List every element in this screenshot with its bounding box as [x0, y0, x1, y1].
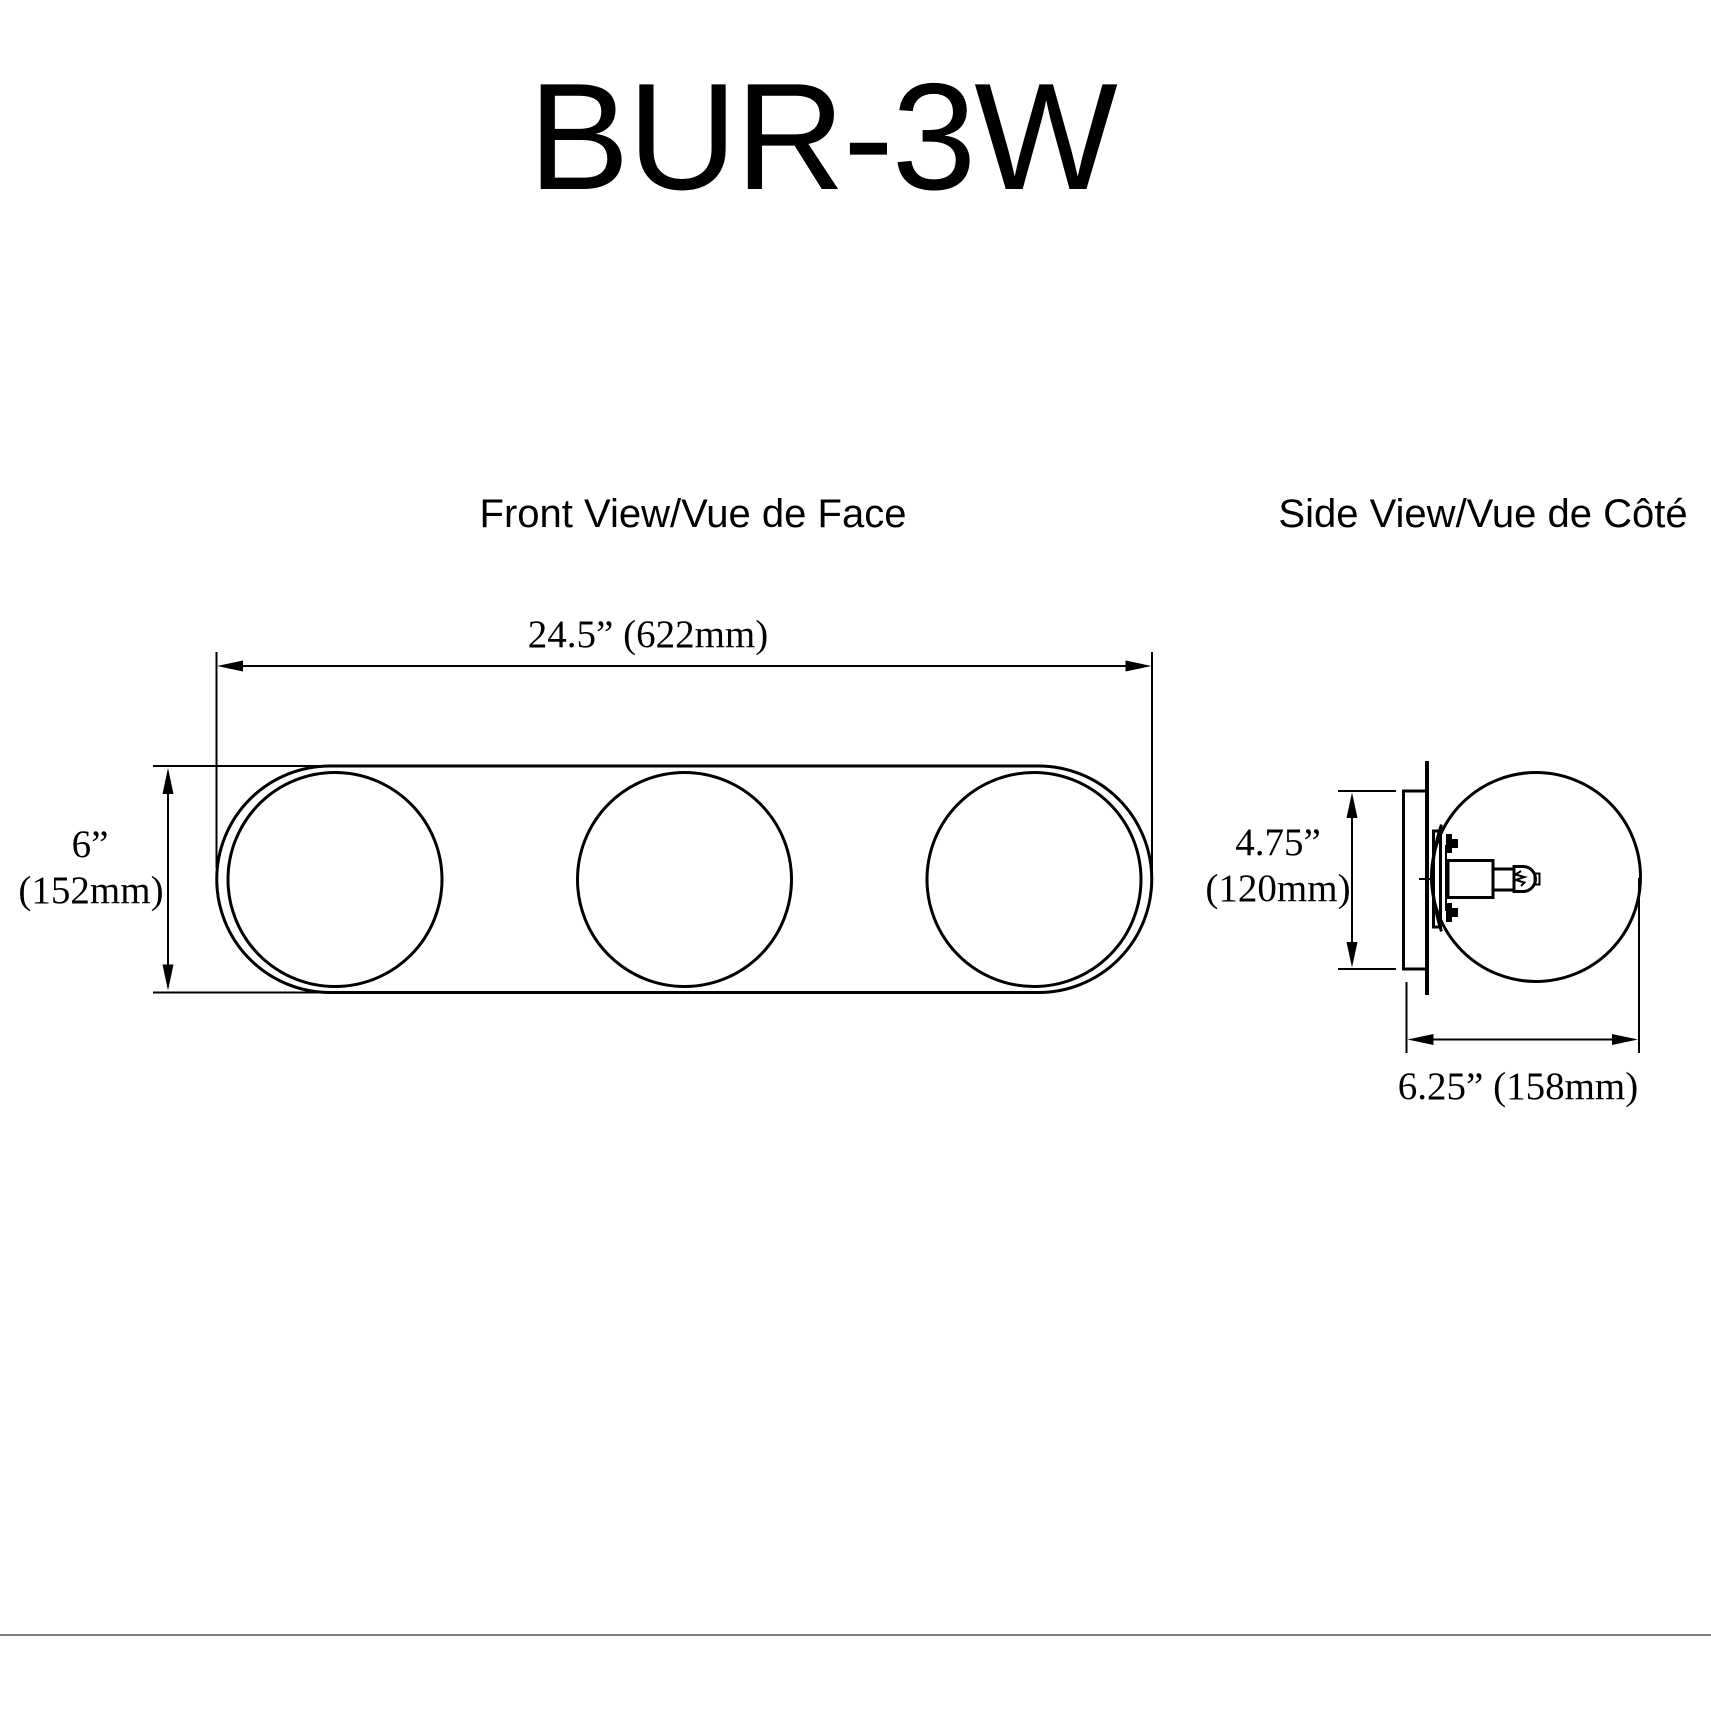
bulb-tip: [1533, 872, 1541, 886]
globe-right: [925, 771, 1143, 988]
side-view-label: Side View/Vue de Côté: [1278, 492, 1688, 536]
socket-body: [1446, 859, 1495, 899]
width-dimension-lines: [215, 652, 1153, 876]
bulb-neck: [1491, 867, 1516, 892]
mounting-screws: [1446, 834, 1458, 922]
filament: [1512, 870, 1528, 887]
width-dimension-text: 24.5” (622mm): [527, 613, 769, 656]
globe-center: [576, 771, 793, 988]
side-view-fixture-outline: [1402, 761, 1642, 995]
front-view-label: Front View/Vue de Face: [479, 492, 907, 536]
height-dimension-text-inches: 6”: [71, 823, 109, 866]
product-model-title: BUR-3W: [528, 52, 1118, 222]
backplate-dimension-text-mm: (120mm): [1205, 867, 1351, 910]
height-dimension-lines: [153, 765, 352, 994]
height-dimension-text-mm: (152mm): [18, 869, 164, 912]
front-view-fixture-outline: [215, 764, 1154, 994]
backplate-dimension-text-inches: 4.75”: [1235, 821, 1321, 864]
backplate-dimension-lines: [1338, 790, 1396, 970]
depth-dimension-text: 6.25” (158mm): [1397, 1065, 1639, 1108]
globe-left: [226, 771, 444, 988]
footer-divider: [0, 1634, 1711, 1636]
depth-dimension-lines: [1405, 878, 1640, 1053]
